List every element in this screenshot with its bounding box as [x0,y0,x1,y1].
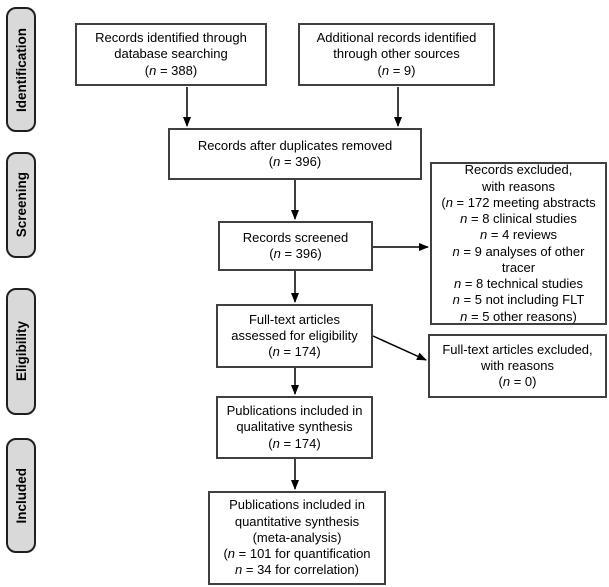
stage-label-eligibility: Eligibility [6,288,36,415]
arrow-fulltext-to-fulltext-excluded [372,335,427,361]
box-additional-records-other-sources: Additional records identified through ot… [298,23,495,86]
box-fulltext-excluded-text: Full-text articles excluded, with reason… [442,341,593,390]
box-fulltext-assessed-text: Full-text articles assessed for eligibil… [231,311,358,360]
stage-label-eligibility-text: Eligibility [13,321,29,382]
box-records-screened-text: Records screened (n = 396) [242,229,349,261]
stage-label-identification: Identification [6,7,36,132]
box-qualitative-synthesis: Publications included in qualitative syn… [216,396,373,459]
stage-label-screening: Screening [6,152,36,258]
box-records-after-duplicates-removed: Records after duplicates removed (n = 39… [168,128,422,180]
box-records-excluded-text: Records excluded, with reasons (n = 172 … [441,162,596,324]
box-records-identified-database-text: Records identified through database sear… [95,30,247,78]
box-records-excluded: Records excluded, with reasons (n = 172 … [430,162,607,325]
stage-label-included: Included [6,438,36,553]
stage-label-included-text: Included [13,467,29,524]
box-quantitative-synthesis: Publications included in quantitative sy… [208,491,386,585]
box-additional-records-other-sources-text: Additional records identified through ot… [316,30,477,78]
stage-label-identification-text: Identification [13,27,29,112]
box-qualitative-synthesis-text: Publications included in qualitative syn… [226,403,363,451]
box-records-screened: Records screened (n = 396) [218,221,373,271]
box-records-after-duplicates-removed-text: Records after duplicates removed (n = 39… [197,137,393,169]
box-records-identified-database: Records identified through database sear… [75,23,267,86]
box-fulltext-excluded: Full-text articles excluded, with reason… [428,334,607,398]
box-quantitative-synthesis-text: Publications included in quantitative sy… [223,497,371,578]
stage-label-screening-text: Screening [13,172,29,238]
box-fulltext-assessed: Full-text articles assessed for eligibil… [216,304,373,368]
